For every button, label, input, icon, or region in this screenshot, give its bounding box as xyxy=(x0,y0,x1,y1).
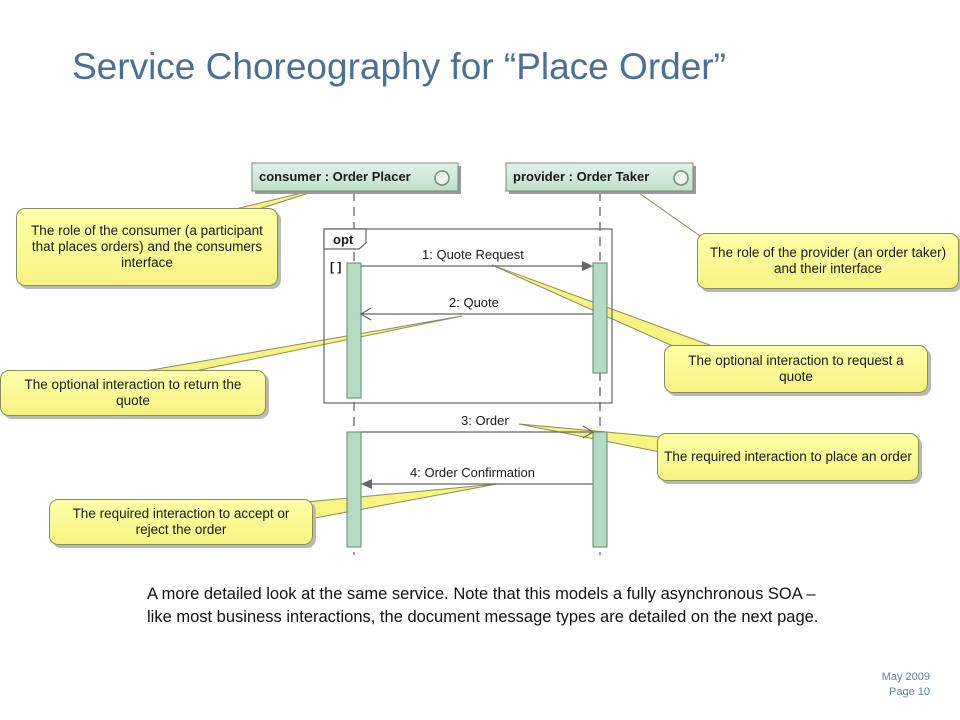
message-label: 4: Order Confirmation xyxy=(410,465,535,480)
callout-text: The role of the consumer (a participant … xyxy=(31,223,263,270)
fragment-operator: opt xyxy=(333,232,354,247)
fragment-guard: [ ] xyxy=(330,260,341,274)
message-quote-request[interactable]: 1: Quote Request xyxy=(361,247,593,271)
lifeline-label-provider: provider : Order Taker xyxy=(513,169,649,184)
message-order[interactable]: 3: Order xyxy=(361,413,595,439)
footer-date: May 2009 xyxy=(881,671,930,683)
activation-bar-consumer xyxy=(346,431,362,548)
message-label: 3: Order xyxy=(461,413,509,428)
callout-consumer-role: The role of the consumer (a participant … xyxy=(16,208,278,286)
activation-bar-consumer xyxy=(346,262,362,399)
callout-provider-role: The role of the provider (an order taker… xyxy=(697,233,959,289)
message-order-confirmation[interactable]: 4: Order Confirmation xyxy=(361,465,593,489)
callout-text: The optional interaction to request a qu… xyxy=(688,353,904,384)
callout-pointer-place-order xyxy=(518,423,661,453)
interface-icon xyxy=(673,170,689,186)
slide-title: Service Choreography for “Place Order” xyxy=(72,46,726,87)
activation-bar-provider xyxy=(592,431,608,548)
callout-request-quote: The optional interaction to request a qu… xyxy=(664,345,928,393)
callout-text: The optional interaction to return the q… xyxy=(24,377,242,408)
callout-accept-order: The required interaction to accept or re… xyxy=(49,499,313,545)
slide-footer: May 2009 Page 10 xyxy=(882,670,930,700)
message-quote[interactable]: 2: Quote xyxy=(359,295,593,321)
opt-fragment[interactable]: opt [ ] xyxy=(323,228,613,404)
slide-caption: A more detailed look at the same service… xyxy=(147,585,819,626)
lifeline-label-consumer: consumer : Order Placer xyxy=(259,169,411,184)
callout-return-quote: The optional interaction to return the q… xyxy=(0,370,266,416)
message-label: 2: Quote xyxy=(449,295,499,310)
page-number: Page 10 xyxy=(889,686,930,698)
lifeline-head-provider[interactable]: provider : Order Taker xyxy=(505,162,696,194)
callout-text: The required interaction to place an ord… xyxy=(664,449,912,464)
callout-text: The role of the provider (an order taker… xyxy=(709,245,947,276)
activation-bar-provider xyxy=(592,262,608,374)
message-label: 1: Quote Request xyxy=(422,247,524,262)
lifeline-head-consumer[interactable]: consumer : Order Placer xyxy=(251,162,461,194)
interface-icon xyxy=(434,170,450,186)
callout-pointer-accept-order xyxy=(283,483,498,519)
callout-place-order: The required interaction to place an ord… xyxy=(657,433,919,481)
callout-pointer-return-quote xyxy=(139,315,463,373)
callout-text: The required interaction to accept or re… xyxy=(72,506,290,537)
